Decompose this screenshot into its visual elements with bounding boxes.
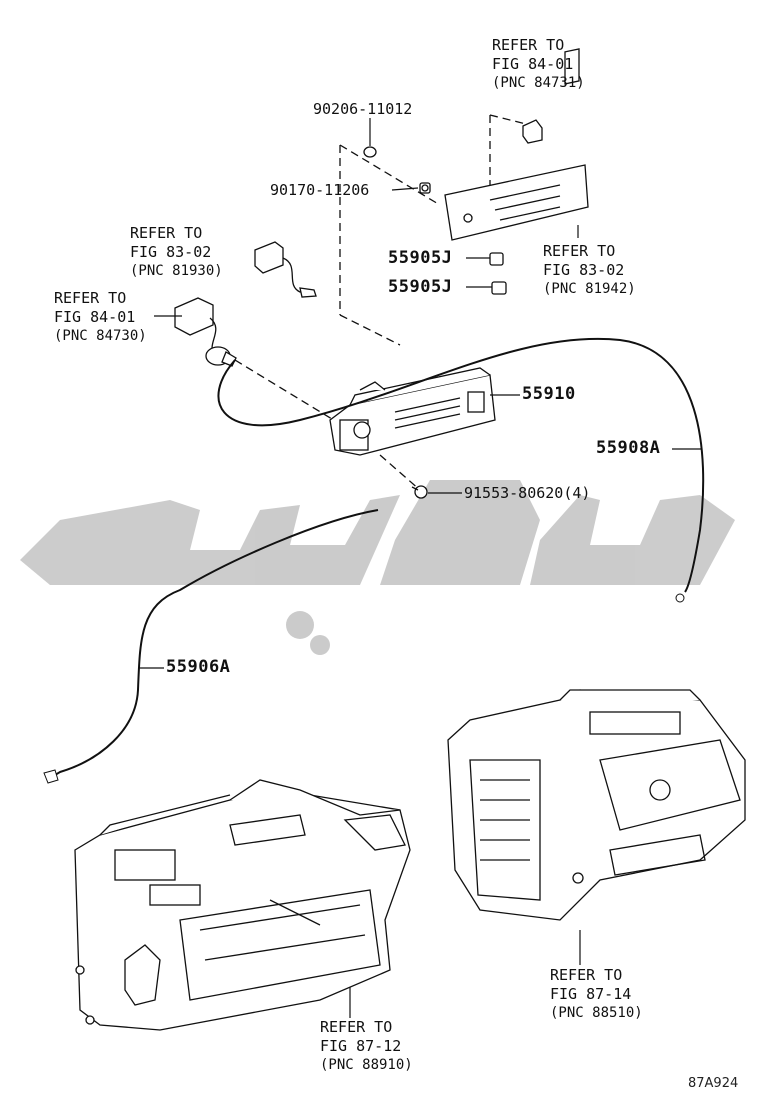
part-number-55910: 55910 <box>522 384 576 404</box>
ref-88510-line1: REFER TO <box>550 966 623 984</box>
part-number-55905j-b: 55905J <box>388 277 453 297</box>
figure-code: 87A924 <box>688 1076 739 1091</box>
ref-88510-label: REFER TO FIG 87-14 (PNC 88510) <box>550 966 643 1023</box>
ref-88910-label: REFER TO FIG 87-12 (PNC 88910) <box>320 1018 413 1075</box>
ref-84731-label: REFER TO FIG 84-01 (PNC 84731) <box>492 36 585 93</box>
ref-81942-label: REFER TO FIG 83-02 (PNC 81942) <box>543 242 636 299</box>
ref-88910-line1: REFER TO <box>320 1018 393 1036</box>
ref-81930-line2: FIG 83-02 <box>130 243 212 261</box>
ref-84730-label: REFER TO FIG 84-01 (PNC 84730) <box>54 289 147 346</box>
ref-84731-line2: FIG 84-01 <box>492 55 574 73</box>
ref-84730-line1: REFER TO <box>54 289 127 307</box>
ref-81930-line1: REFER TO <box>130 224 203 242</box>
hvac-unit-88510 <box>447 689 746 921</box>
part-number-91553-80620: 91553-80620(4) <box>464 484 591 502</box>
part-number-90170-11206: 90170-11206 <box>270 181 370 199</box>
part-number-55906a: 55906A <box>166 657 231 677</box>
cable-55906a-end <box>43 769 59 784</box>
ref-84731-line3: (PNC 84731) <box>492 75 585 91</box>
hvac-unit-88910 <box>74 779 411 1031</box>
part-number-55908a: 55908A <box>596 438 661 458</box>
dashed-leaders <box>234 114 531 491</box>
ref-81942-line2: FIG 83-02 <box>543 261 625 279</box>
ref-88910-line3: (PNC 88910) <box>320 1057 413 1073</box>
part-number-90206-11012: 90206-11012 <box>313 100 413 118</box>
connector-84730 <box>174 297 237 367</box>
cable-55908a-end <box>675 593 685 603</box>
part-number-55905j-a: 55905J <box>388 248 453 268</box>
ref-88510-line3: (PNC 88510) <box>550 1005 643 1021</box>
control-unit-55910 <box>329 367 496 456</box>
ref-81930-label: REFER TO FIG 83-02 (PNC 81930) <box>130 224 223 281</box>
fasteners <box>363 119 543 499</box>
label-leaders <box>138 118 702 1018</box>
watermark-logo <box>20 480 735 655</box>
ref-81942-line3: (PNC 81942) <box>543 281 636 297</box>
ref-81930-line3: (PNC 81930) <box>130 263 223 279</box>
ref-84731-line1: REFER TO <box>492 36 565 54</box>
ref-88510-line2: FIG 87-14 <box>550 985 632 1003</box>
ref-81942-line1: REFER TO <box>543 242 616 260</box>
ref-84730-line3: (PNC 84730) <box>54 328 147 344</box>
cable-55906a <box>49 509 379 779</box>
cable-55908a <box>217 337 705 593</box>
control-panel-plate <box>444 48 589 241</box>
ref-84730-line2: FIG 84-01 <box>54 308 136 326</box>
ref-88910-line2: FIG 87-12 <box>320 1037 402 1055</box>
connector-81930 <box>254 241 317 298</box>
